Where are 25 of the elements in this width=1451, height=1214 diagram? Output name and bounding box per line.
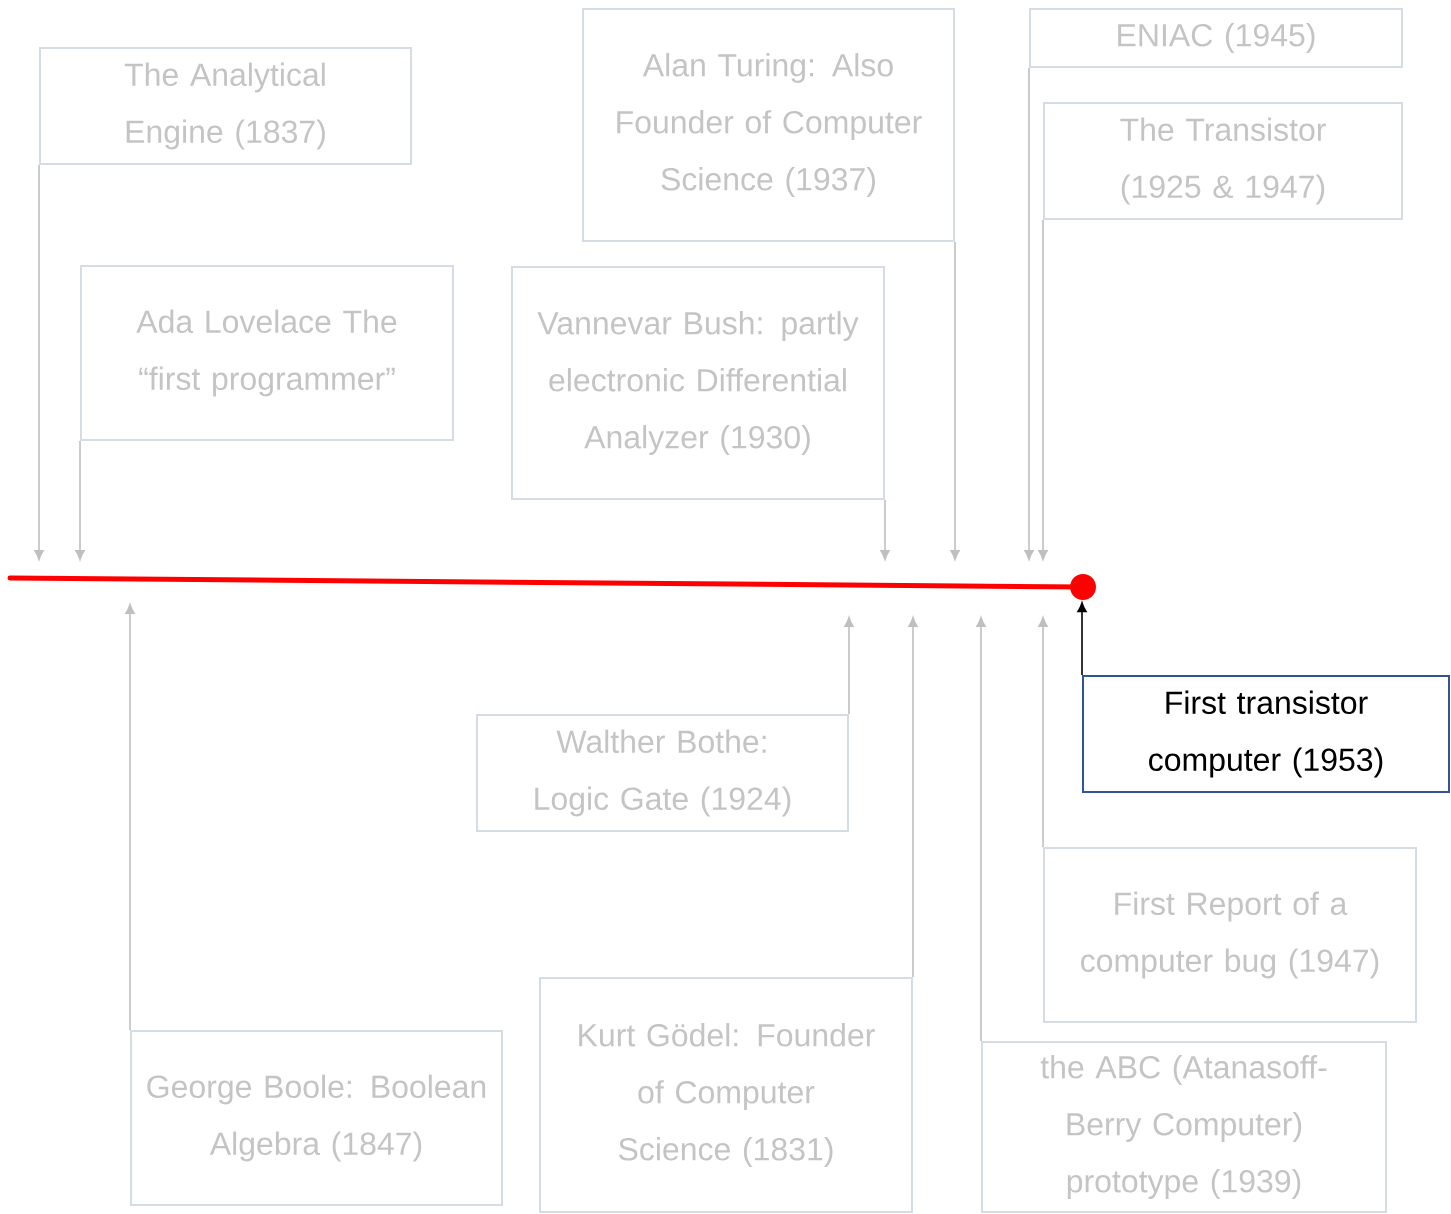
leader-arrow — [34, 164, 44, 561]
leader-arrow — [1077, 602, 1087, 676]
event-box: George Boole: Boolean Algebra (1847) — [130, 1030, 503, 1206]
event-box: ENIAC (1945) — [1029, 8, 1403, 68]
leader-arrow — [880, 499, 890, 561]
event-box: Walther Bothe: Logic Gate (1924) — [476, 714, 849, 832]
leader-arrow — [1038, 616, 1048, 848]
leader-arrow — [844, 616, 854, 715]
event-box: Vannevar Bush: partly electronic Differential Analyzer (1930) — [511, 266, 885, 500]
leader-arrow — [976, 616, 986, 1042]
event-box: the ABC (Atanasoff-Berry Computer) prototype (1939) — [981, 1041, 1387, 1213]
timeline-end-dot — [1070, 574, 1096, 600]
leader-arrow — [908, 616, 918, 978]
event-box: The Analytical Engine (1837) — [39, 47, 412, 165]
event-box: First Report of a computer bug (1947) — [1043, 847, 1417, 1023]
event-box: First transistor computer (1953) — [1082, 675, 1450, 793]
leader-arrow — [1024, 67, 1034, 561]
event-box: Ada Lovelace The “first programmer” — [80, 265, 454, 441]
event-box: Kurt Gödel: Founder of Computer Science (1831) — [539, 977, 913, 1213]
leader-arrow — [950, 241, 960, 561]
leader-arrow — [1038, 219, 1048, 561]
leader-arrow — [125, 603, 135, 1031]
event-box: The Transistor (1925 & 1947) — [1043, 102, 1403, 220]
event-box: Alan Turing: Also Founder of Computer Science (1937) — [582, 8, 955, 242]
leader-arrow — [75, 440, 85, 561]
